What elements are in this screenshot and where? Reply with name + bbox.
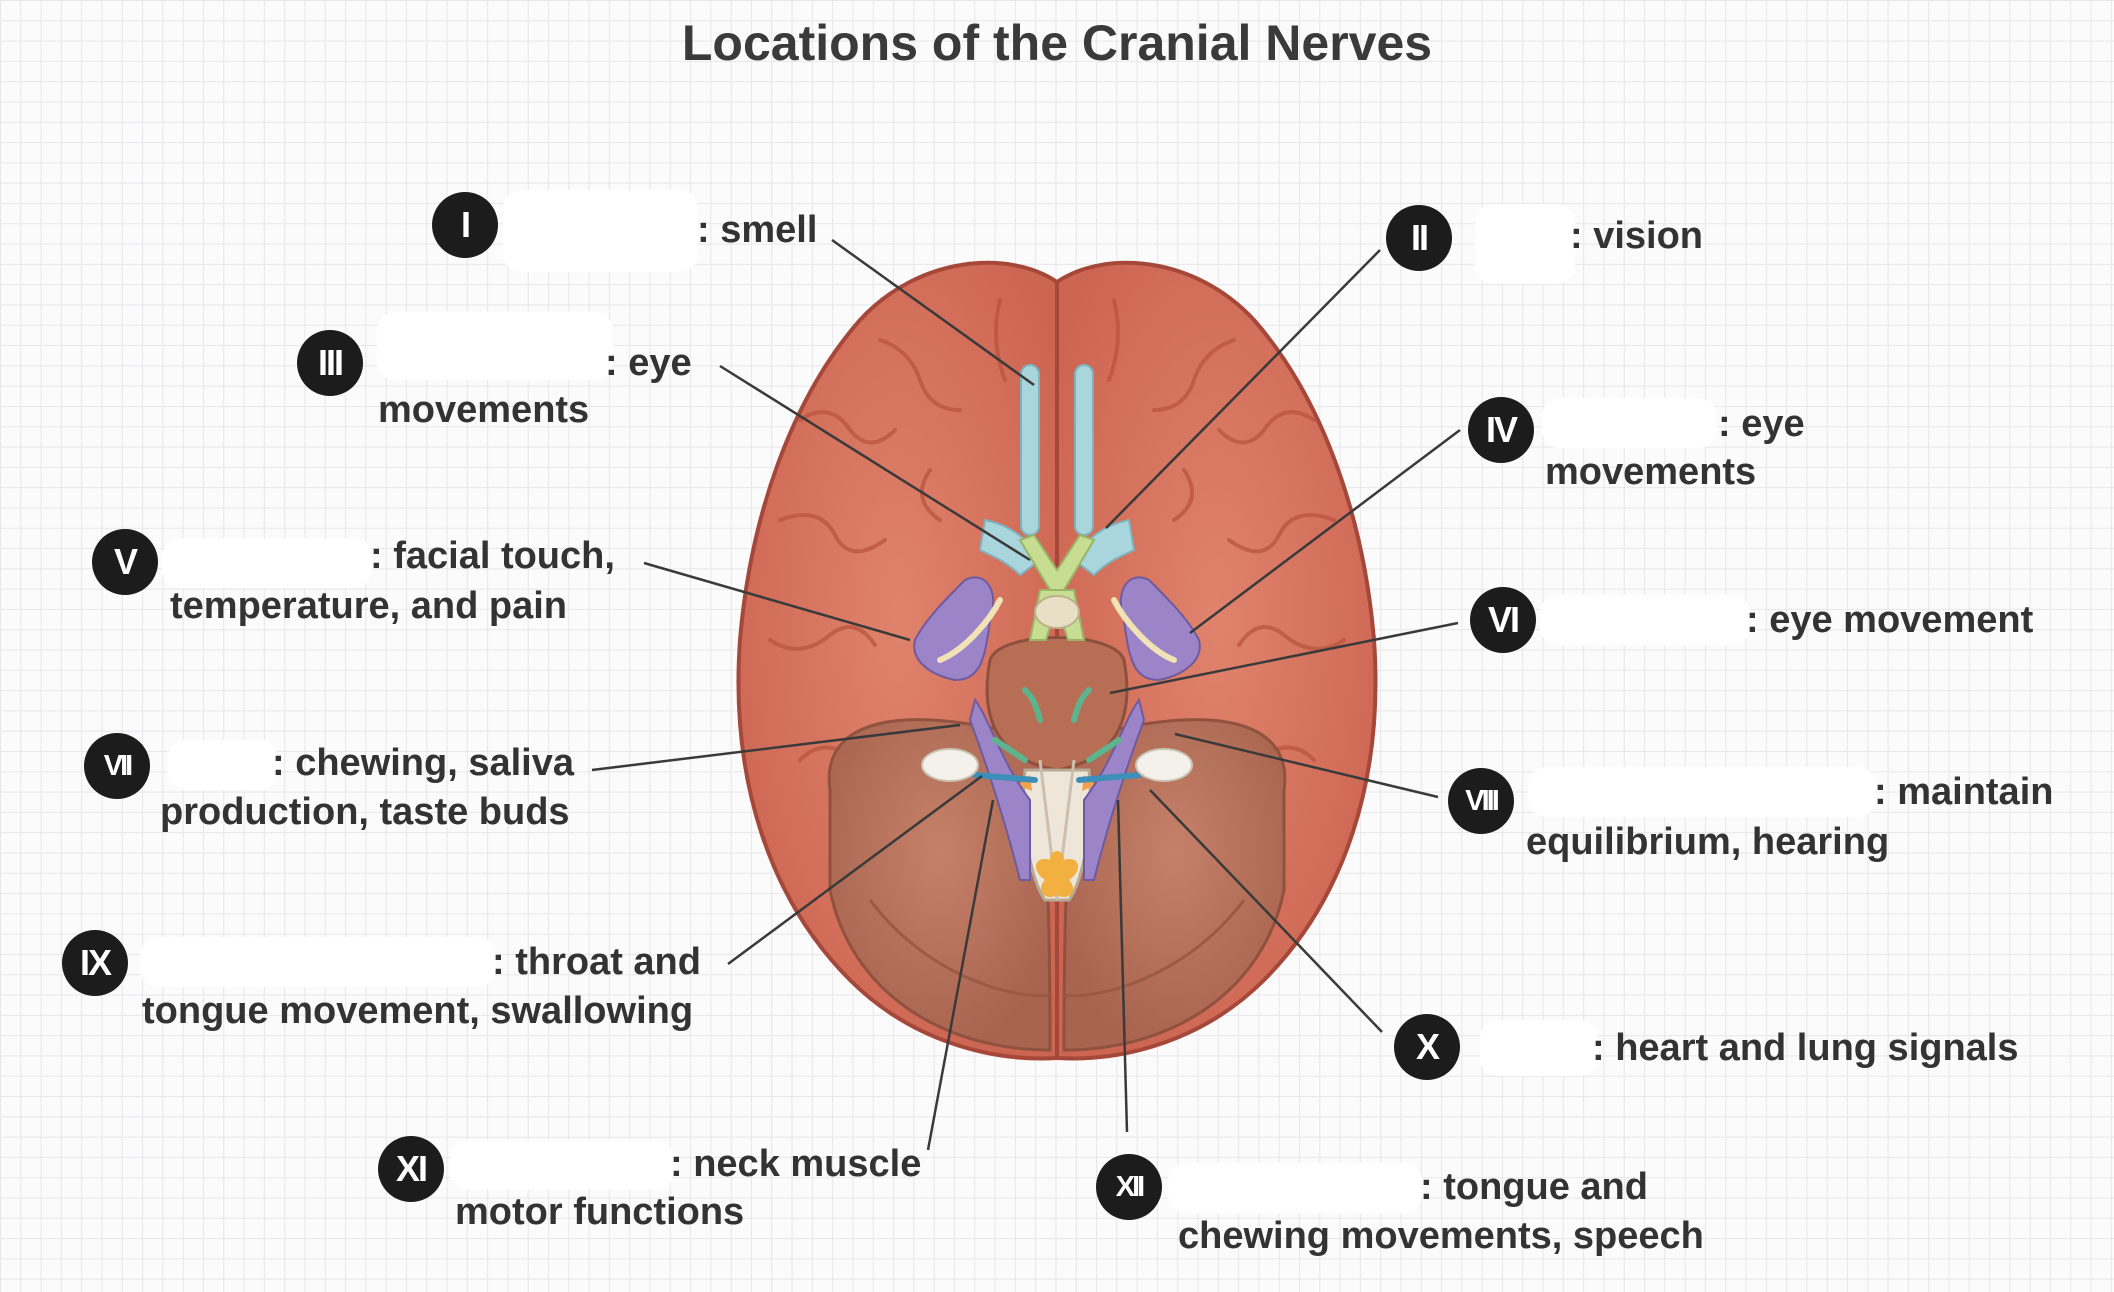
nerve-badge-ii: II	[1386, 205, 1452, 271]
redacted-name-x	[1480, 1020, 1598, 1076]
nerve-badge-v: V	[92, 529, 158, 595]
redacted-name-xii	[1168, 1163, 1422, 1213]
leader-lines	[591, 238, 1461, 1151]
nerve-badge-vii: VII	[84, 733, 150, 799]
nerve-ix-function: : throat and	[492, 941, 701, 983]
nerve-badge-x: X	[1394, 1014, 1460, 1080]
nerve-badge-iv: IV	[1468, 397, 1534, 463]
nerve-vi-function: : eye movement	[1746, 599, 2034, 641]
nerve-v-function-cont: temperature, and pain	[170, 585, 567, 627]
redacted-name-vi	[1540, 595, 1750, 645]
redacted-name-ii	[1475, 204, 1575, 284]
redacted-name-vii	[168, 740, 278, 790]
nerve-v-function: : facial touch,	[370, 535, 615, 577]
brainstem	[985, 636, 1129, 902]
leader-line-iv	[1189, 429, 1461, 634]
diagram-title: Locations of the Cranial Nerves	[681, 15, 1433, 71]
leader-line-i	[831, 238, 1035, 387]
nerve-iii-function-cont: movements	[378, 389, 590, 431]
leader-line-vi	[1109, 621, 1459, 695]
trigeminal-nerve	[913, 576, 1201, 881]
leader-line-iii	[719, 364, 1031, 562]
redacted-name-ix	[140, 937, 496, 987]
nerve-viii-function: : maintain	[1874, 771, 2054, 813]
nerve-xii-function: : tongue and	[1420, 1166, 1648, 1208]
nerve-vii-function: : chewing, saliva	[272, 742, 574, 784]
redacted-name-xi	[450, 1140, 674, 1190]
leader-line-vii	[591, 723, 961, 772]
leader-line-ix	[727, 774, 983, 966]
redacted-name-i	[503, 190, 698, 272]
nerve-viii-function-cont: equilibrium, hearing	[1526, 821, 1890, 863]
redacted-name-iv	[1542, 398, 1717, 448]
redacted-name-viii	[1528, 767, 1876, 817]
nerve-ii-function: : vision	[1570, 215, 1704, 257]
redacted-name-iii	[377, 312, 613, 380]
nerve-xi-function-cont: motor functions	[455, 1191, 745, 1233]
nerve-badge-viii: VIII	[1448, 768, 1514, 834]
leader-line-xi	[926, 799, 995, 1151]
cranial-nerve-roots	[937, 597, 1177, 783]
vestibulocochlear-nerve	[921, 748, 1193, 782]
optic-chiasm	[1018, 533, 1096, 641]
leader-line-ii	[1105, 249, 1381, 529]
nerve-i-function: : smell	[697, 209, 818, 251]
nerve-badge-xii: XII	[1096, 1154, 1162, 1220]
nerve-badge-xi: XI	[378, 1136, 444, 1202]
nerve-badge-vi: VI	[1470, 587, 1536, 653]
redacted-name-v	[162, 538, 372, 588]
leader-line-xii	[1116, 799, 1129, 1133]
leader-line-v	[643, 561, 911, 642]
nerve-xii-function-cont: chewing movements, speech	[1178, 1215, 1704, 1257]
nerve-iv-function-cont: movements	[1545, 451, 1757, 493]
nerve-badge-iii: III	[297, 330, 363, 396]
leader-line-viii	[1174, 732, 1439, 799]
leader-line-x	[1149, 789, 1383, 1033]
nerve-x-function: : heart and lung signals	[1592, 1027, 2019, 1069]
nerve-badge-i: I	[432, 192, 498, 258]
nerve-vii-function-cont: production, taste buds	[160, 791, 570, 833]
nerve-iv-function: : eye	[1718, 403, 1805, 445]
nerve-badge-ix: IX	[62, 930, 128, 996]
nerve-iii-function: : eye	[605, 342, 692, 384]
nerve-xi-function: : neck muscle	[670, 1143, 922, 1185]
nerve-ix-function-cont: tongue movement, swallowing	[142, 990, 694, 1032]
